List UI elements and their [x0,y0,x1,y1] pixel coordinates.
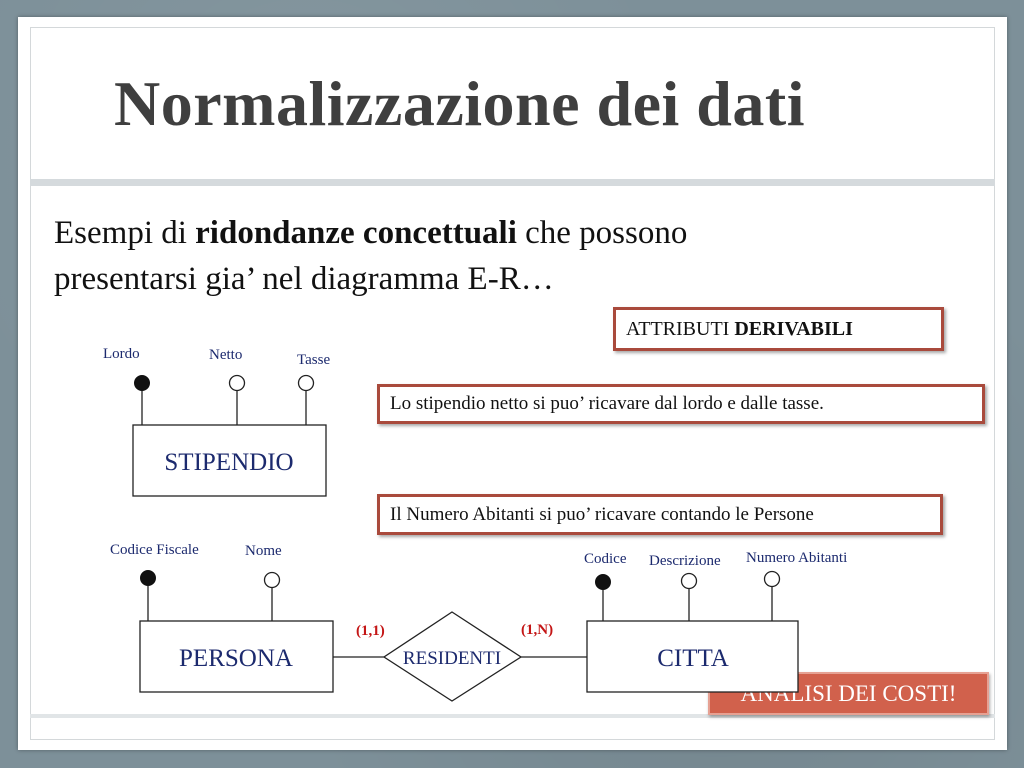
subtitle-line1-end: che possono [516,215,688,251]
attr-tasse-dot [297,374,315,392]
attr-codice-label: Codice [584,551,627,567]
entity-persona-box [139,620,334,693]
slide-subtitle: Esempi di ridondanze concettuali che pos… [54,210,687,302]
stipendio-note-callout: Lo stipendio netto si puo’ ricavare dal … [377,384,985,424]
entity-persona-label: PERSONA [179,645,293,672]
attr-descrizione-dot [680,572,698,590]
attr-numero-abitanti-label: Numero Abitanti [746,550,847,566]
subtitle-prefix: Esempi di [54,215,196,251]
attr-tasse-label: Tasse [297,352,330,368]
cardinality-citta: (1,N) [521,622,553,638]
entity-stipendio-box [132,424,327,497]
derivabili-prefix: ATTRIBUTI [626,317,735,340]
attr-netto-label: Netto [209,347,242,363]
entity-citta-box [586,620,799,693]
attr-lordo-label: Lordo [103,346,140,362]
entity-citta-label: CITTA [657,645,729,672]
subtitle-emphasis: ridondanze concettuali [195,215,517,251]
subtitle-line2: presentarsi gia’ nel diagramma E-R… [54,261,554,297]
attr-codice-key-dot [595,574,611,590]
entity-stipendio-label: STIPENDIO [164,449,293,476]
abitanti-note-callout: Il Numero Abitanti si puo’ ricavare cont… [377,494,943,535]
derivabili-callout: ATTRIBUTI DERIVABILI [613,307,944,351]
bottom-divider [30,714,995,718]
attr-numero-abitanti-dot [763,570,781,588]
attr-lordo-key-dot [134,375,150,391]
attr-nome-dot [263,571,281,589]
title-divider [30,179,995,186]
relationship-residenti-label: RESIDENTI [403,648,501,669]
attr-nome-label: Nome [245,543,282,559]
cardinality-persona: (1,1) [356,623,385,639]
attr-netto-dot [228,374,246,392]
slide-title: Normalizzazione dei dati [114,68,805,139]
attr-codice-fiscale-key-dot [140,570,156,586]
slide-frame [30,27,995,740]
attr-descrizione-label: Descrizione [649,553,721,569]
derivabili-emphasis: DERIVABILI [734,317,853,340]
relationship-residenti-diamond [382,611,523,702]
attr-codice-fiscale-label: Codice Fiscale [110,542,199,558]
